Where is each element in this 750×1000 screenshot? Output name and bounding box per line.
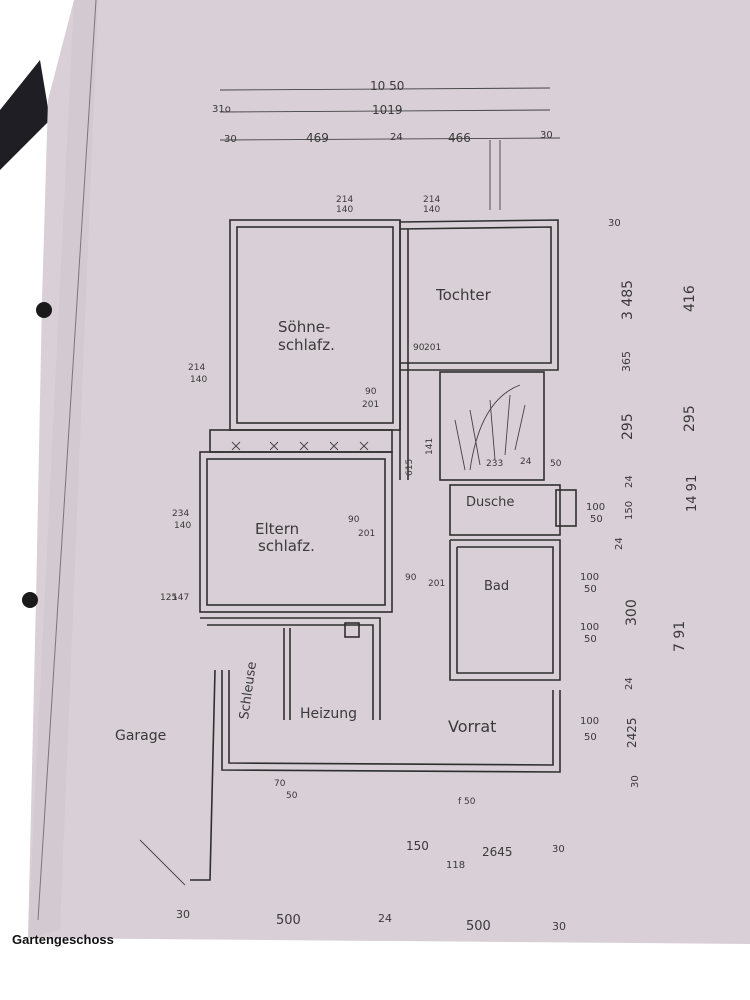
dim-right-791: 7 91 <box>672 621 688 652</box>
paper-sheet <box>28 0 750 944</box>
dim-right-295: 295 <box>620 413 636 440</box>
room-schleuse: Schleuse <box>237 661 260 721</box>
top-dimension-lines <box>219 87 561 210</box>
dim-bottom-150: 150 <box>406 839 429 853</box>
dim-stair-50: 50 <box>550 459 562 469</box>
dim-door-70-50-top: 70 <box>274 779 286 789</box>
dim-left-125: 125 <box>160 593 177 603</box>
dim-top-30-right: 30 <box>540 130 553 141</box>
dim-door-c-bot: 201 <box>358 529 375 539</box>
dim-right-295b: 295 <box>682 405 698 432</box>
dim-bottom-118: 118 <box>446 860 465 871</box>
dim-top-24: 24 <box>390 132 403 143</box>
dim-wall-214-top: 214 <box>336 195 353 205</box>
dim-bottom-2645: 2645 <box>482 845 513 859</box>
win-b-bot: 50 <box>584 584 597 595</box>
dim-bottom-30: 30 <box>552 844 565 855</box>
dim-f50: f 50 <box>458 797 476 807</box>
dim-stair-233: 233 <box>486 459 503 469</box>
dim-top-30-left: 31o <box>212 104 231 115</box>
dim-door-b-top: 90 <box>365 387 377 397</box>
dim-left-147: 147 <box>172 593 189 603</box>
dim-top-inner: 1019 <box>372 103 403 117</box>
dim-right-30a: 30 <box>608 218 621 229</box>
dim-right-30b: 30 <box>630 775 641 788</box>
win-a-bot: 50 <box>590 514 603 525</box>
dim-top-466: 466 <box>448 131 471 145</box>
dim-615: 615 <box>405 459 415 476</box>
dim-base-30b: 30 <box>552 920 566 933</box>
dim-door-c-top: 90 <box>348 515 360 525</box>
dim-right-24b: 24 <box>614 537 625 550</box>
dim-base-24: 24 <box>378 912 392 925</box>
win-d-bot: 50 <box>584 732 597 743</box>
dim-wall-140-top2: 140 <box>423 205 440 215</box>
dim-door-d-top: 90 <box>405 573 417 583</box>
dim-left-140: 140 <box>190 375 207 385</box>
room-eltern-line2: schlafz. <box>258 537 315 555</box>
dim-top-overall: 10 50 <box>370 79 404 93</box>
dim-top-469: 469 <box>306 131 329 145</box>
win-b-top: 100 <box>580 572 599 583</box>
dim-door-d-bot: 201 <box>428 579 445 589</box>
walls <box>139 219 577 886</box>
dim-right-150: 150 <box>624 501 635 520</box>
room-vorrat: Vorrat <box>448 717 496 736</box>
dim-wall-214-top2: 214 <box>423 195 440 205</box>
right-dimensions: 30 3 485 416 365 295 295 24 150 24 14 91… <box>608 218 700 788</box>
caption: Gartengeschoss <box>12 932 114 947</box>
dim-right-300: 300 <box>624 599 640 626</box>
room-tochter: Tochter <box>435 286 492 304</box>
room-soehne-line2: schlafz. <box>278 336 335 354</box>
wall-cross-marks <box>231 441 369 451</box>
win-c-bot: 50 <box>584 634 597 645</box>
room-bad: Bad <box>484 579 509 594</box>
dim-door-a-top: 90 <box>413 343 425 353</box>
dim-left-234: 234 <box>172 509 189 519</box>
room-dusche: Dusche <box>466 495 514 510</box>
room-heizung: Heizung <box>300 706 357 722</box>
dim-wall-140-top: 140 <box>336 205 353 215</box>
room-soehne-line1: Söhne- <box>278 318 330 336</box>
dim-141: 141 <box>425 438 435 455</box>
dim-right-2425: 2425 <box>625 717 639 748</box>
punch-hole-top <box>36 302 52 318</box>
top-dimensions: 10 50 1019 31o 30 469 24 466 30 214 140 … <box>212 79 553 215</box>
punch-hole-bottom <box>22 592 38 608</box>
dim-base-30: 30 <box>176 908 190 921</box>
dim-base-500: 500 <box>276 913 301 928</box>
dim-right-1491: 14 91 <box>685 475 700 512</box>
dim-left-214: 214 <box>188 363 205 373</box>
dim-right-416: 416 <box>682 285 698 312</box>
dim-door-a-bot: 201 <box>424 343 441 353</box>
dim-top-30-left-b: 30 <box>224 134 237 145</box>
window-dimensions: 100 50 100 50 100 50 100 50 <box>580 502 605 743</box>
dim-right-3485: 3 485 <box>620 280 636 320</box>
dim-right-365: 365 <box>620 351 633 372</box>
bottom-dimensions: 150 118 2645 30 30 500 24 500 30 <box>176 839 566 934</box>
room-eltern-line1: Eltern <box>255 520 299 538</box>
dim-door-b-bot: 201 <box>362 400 379 410</box>
dim-door-70-50-bot: 50 <box>286 791 298 801</box>
win-d-top: 100 <box>580 716 599 727</box>
win-a-top: 100 <box>586 502 605 513</box>
interior-dimensions: 90 201 90 201 214 140 234 140 125 147 90… <box>160 343 562 807</box>
room-garage: Garage <box>115 728 166 744</box>
dim-left-140b: 140 <box>174 521 191 531</box>
dim-base-500b: 500 <box>466 919 491 934</box>
dim-stair-24: 24 <box>520 457 532 467</box>
dim-right-24c: 24 <box>624 677 635 690</box>
dim-right-24: 24 <box>624 475 635 488</box>
win-c-top: 100 <box>580 622 599 633</box>
